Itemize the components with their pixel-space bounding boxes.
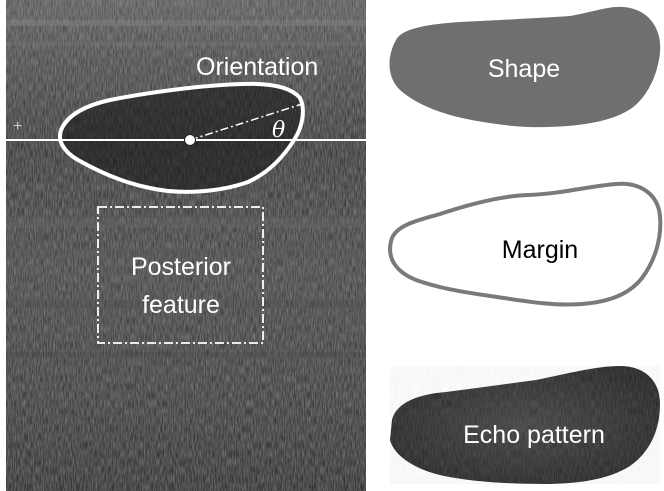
margin-label: Margin [502, 236, 578, 264]
posterior-label-line2: feature [142, 291, 220, 319]
plus-marker: + [13, 118, 22, 135]
ultrasound-image: + Orientation θ Posterior feature [6, 0, 366, 491]
angle-symbol: θ [272, 118, 285, 143]
lesion-centroid [185, 135, 196, 146]
echo-label: Echo pattern [463, 421, 605, 449]
echo-panel: Echo pattern [390, 366, 660, 484]
shape-panel: Shape [390, 7, 661, 127]
shape-label: Shape [488, 55, 560, 83]
orientation-label: Orientation [196, 53, 318, 81]
posterior-label-line1: Posterior [131, 253, 231, 281]
margin-panel: Margin [390, 184, 660, 305]
